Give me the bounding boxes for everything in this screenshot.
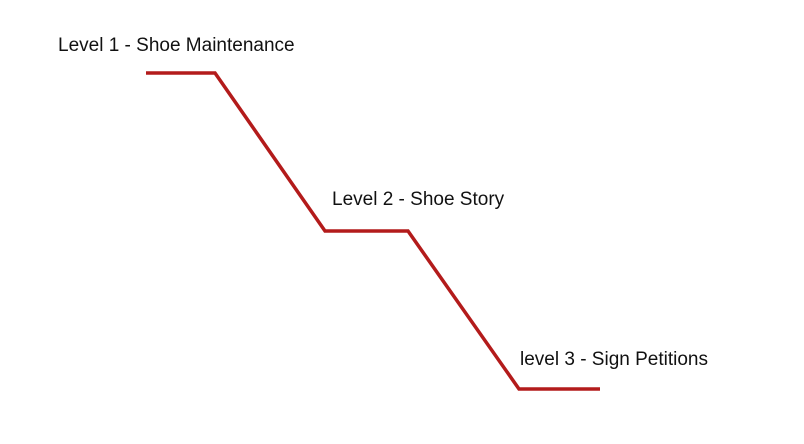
level-1-label: Level 1 - Shoe Maintenance	[58, 35, 295, 56]
level-3-label: level 3 - Sign Petitions	[520, 349, 708, 370]
level-2-label: Level 2 - Shoe Story	[332, 189, 505, 210]
step-path	[146, 71, 600, 391]
